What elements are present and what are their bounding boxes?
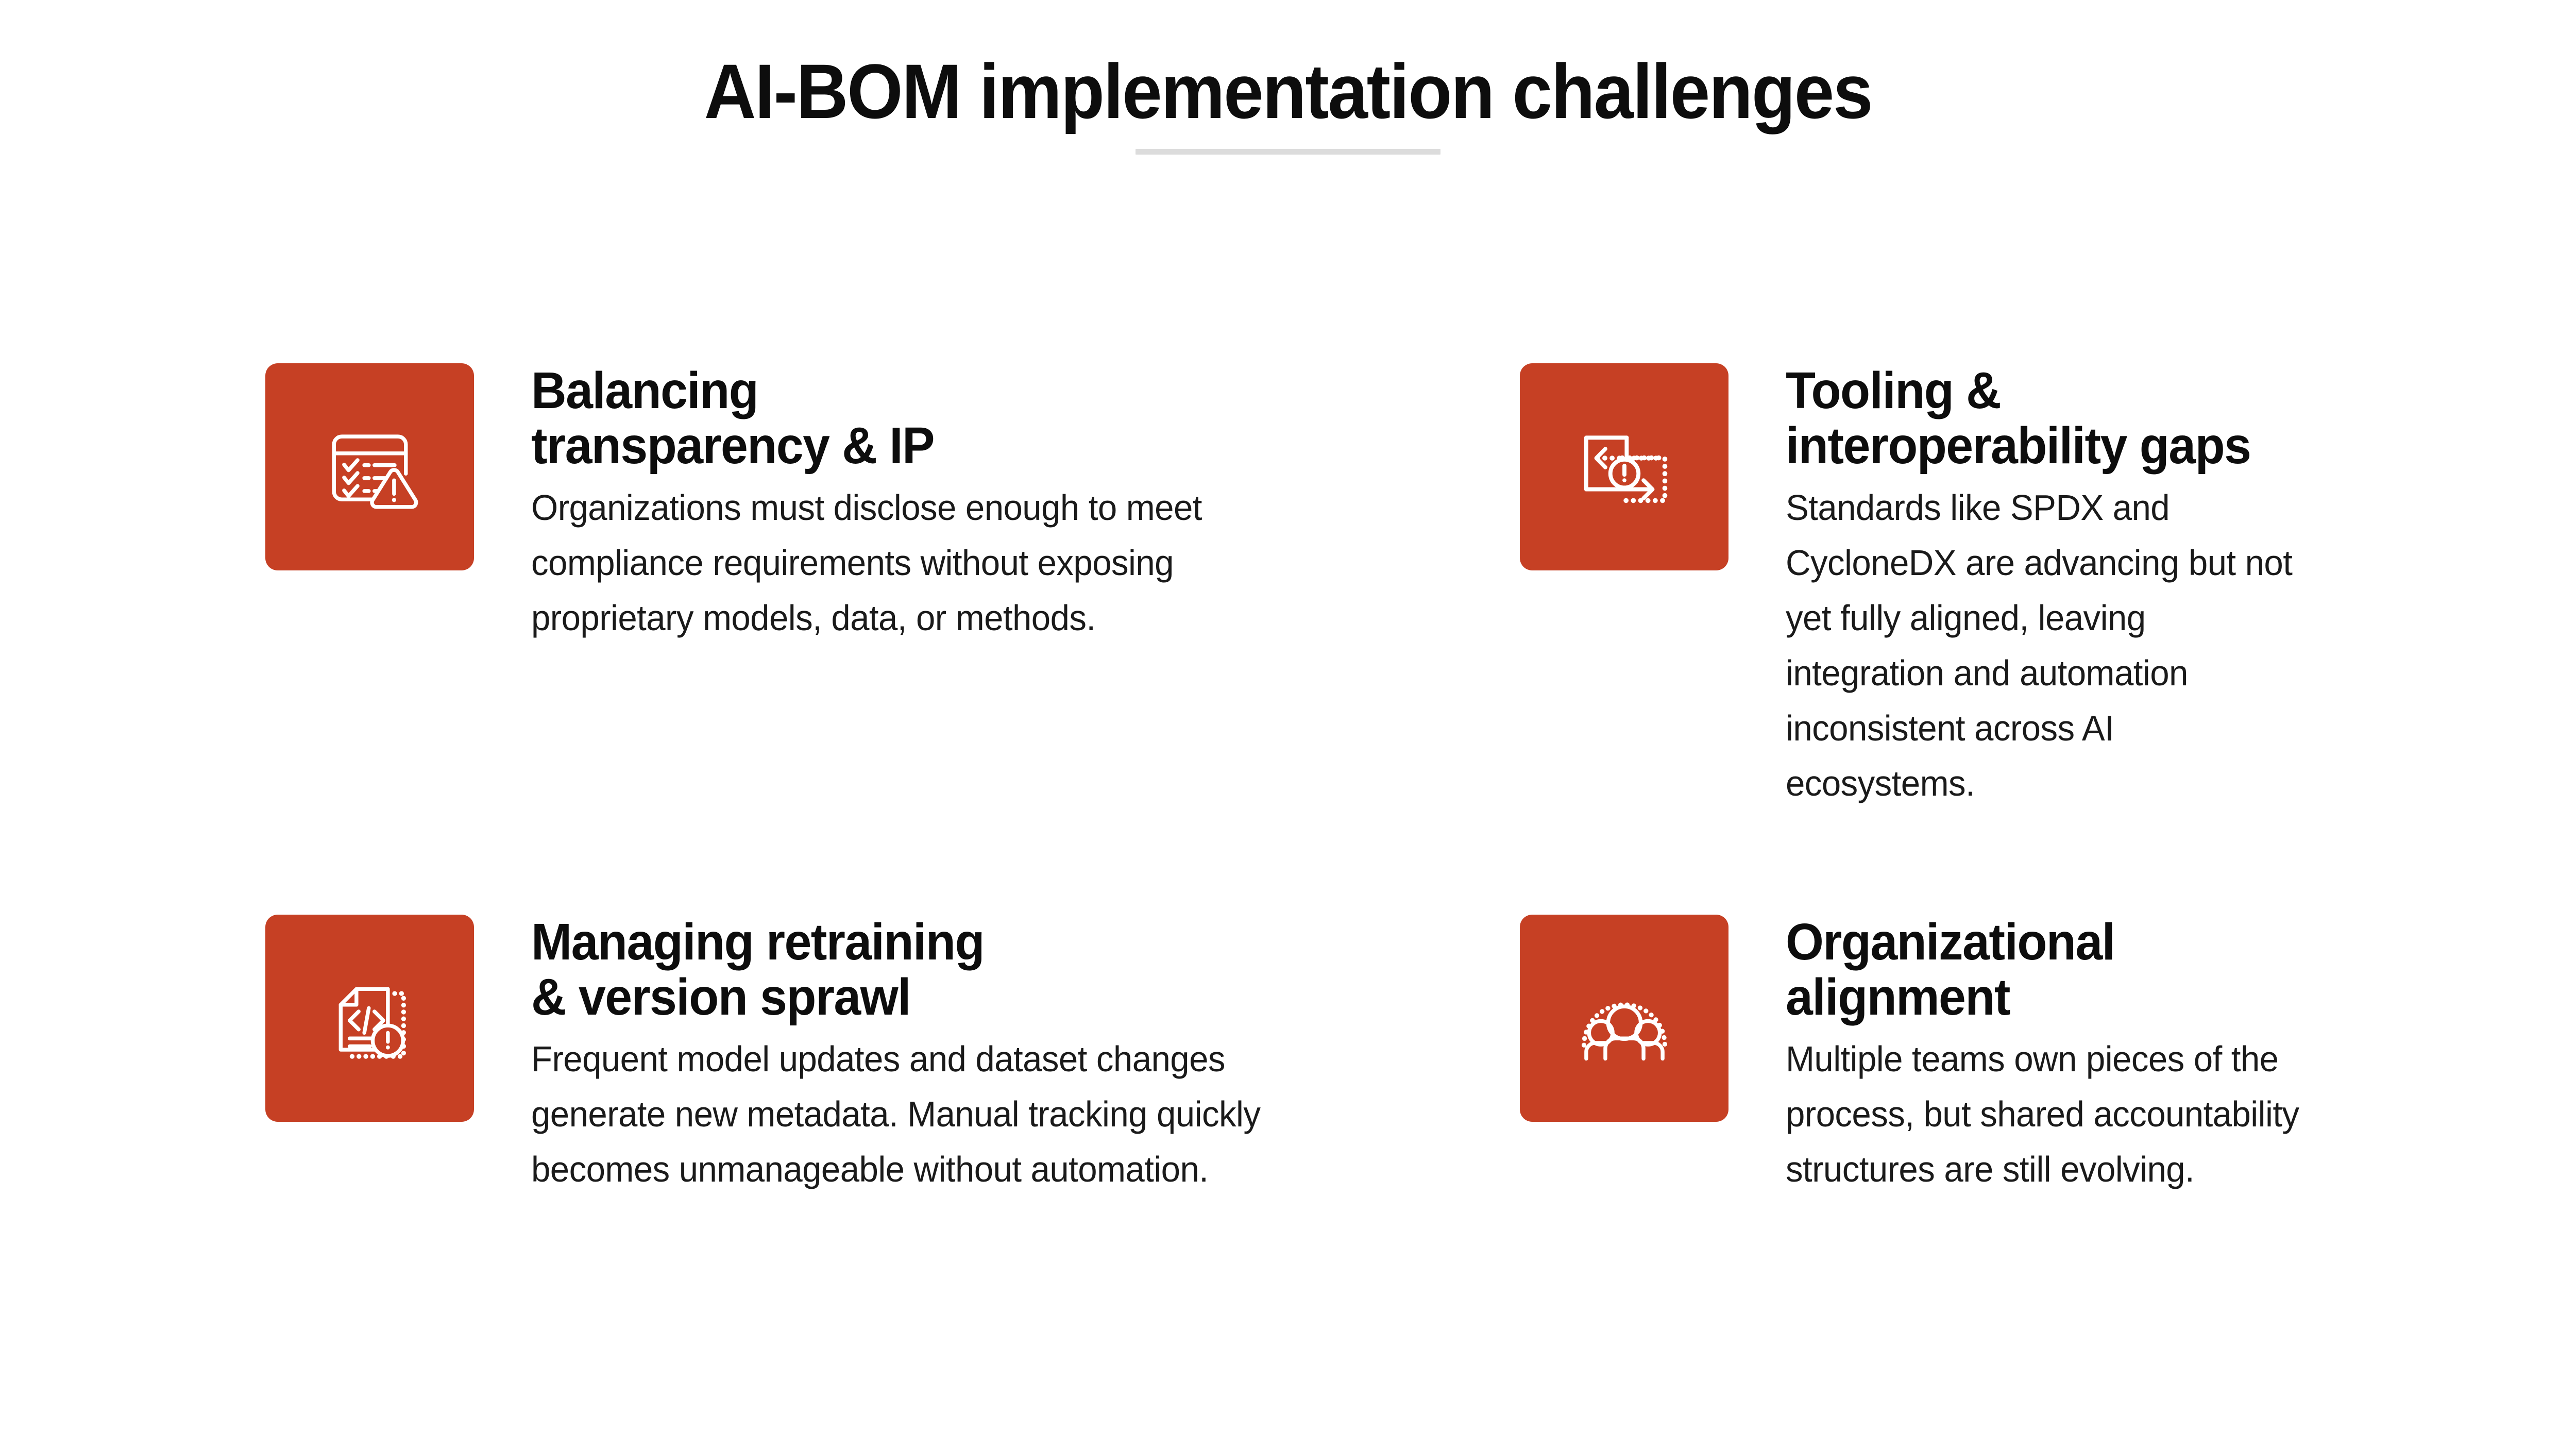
icon-tile <box>1520 915 1728 1122</box>
code-document-warning-icon <box>314 962 426 1074</box>
challenge-card-balancing-transparency-ip: Balancing transparency & IP Organization… <box>265 363 1370 915</box>
card-heading: Balancing transparency & IP <box>531 362 935 475</box>
icon-tile <box>265 363 474 570</box>
icon-tile <box>265 915 474 1122</box>
interoperability-exchange-warning-icon <box>1568 411 1681 523</box>
title-divider <box>1136 149 1440 155</box>
card-text: Standards like SPDX and CycloneDX are ad… <box>1786 487 2293 803</box>
people-group-icon <box>1568 962 1681 1074</box>
checklist-warning-icon <box>314 411 426 523</box>
icon-tile <box>1520 363 1728 570</box>
page-header: AI-BOM implementation challenges <box>0 0 2576 155</box>
challenge-card-tooling-interoperability-gaps: Tooling & interoperability gaps Standard… <box>1520 363 2326 915</box>
challenge-card-organizational-alignment: Organizational alignment Multiple teams … <box>1520 915 2326 1197</box>
card-body: Managing retraining & version sprawl Fre… <box>531 915 1370 1197</box>
page-title: AI-BOM implementation challenges <box>704 48 1873 134</box>
card-heading: Managing retraining & version sprawl <box>531 913 985 1026</box>
card-text: Frequent model updates and dataset chang… <box>531 1039 1261 1189</box>
card-heading: Organizational alignment <box>1786 913 2115 1026</box>
card-body: Organizational alignment Multiple teams … <box>1786 915 2326 1197</box>
card-heading: Tooling & interoperability gaps <box>1786 362 2251 475</box>
card-text: Organizations must disclose enough to me… <box>531 487 1202 638</box>
card-body: Tooling & interoperability gaps Standard… <box>1786 363 2326 811</box>
card-body: Balancing transparency & IP Organization… <box>531 363 1370 646</box>
challenges-grid: Balancing transparency & IP Organization… <box>265 363 2326 1197</box>
challenge-card-managing-retraining-version-sprawl: Managing retraining & version sprawl Fre… <box>265 915 1370 1197</box>
card-text: Multiple teams own pieces of the process… <box>1786 1039 2299 1189</box>
